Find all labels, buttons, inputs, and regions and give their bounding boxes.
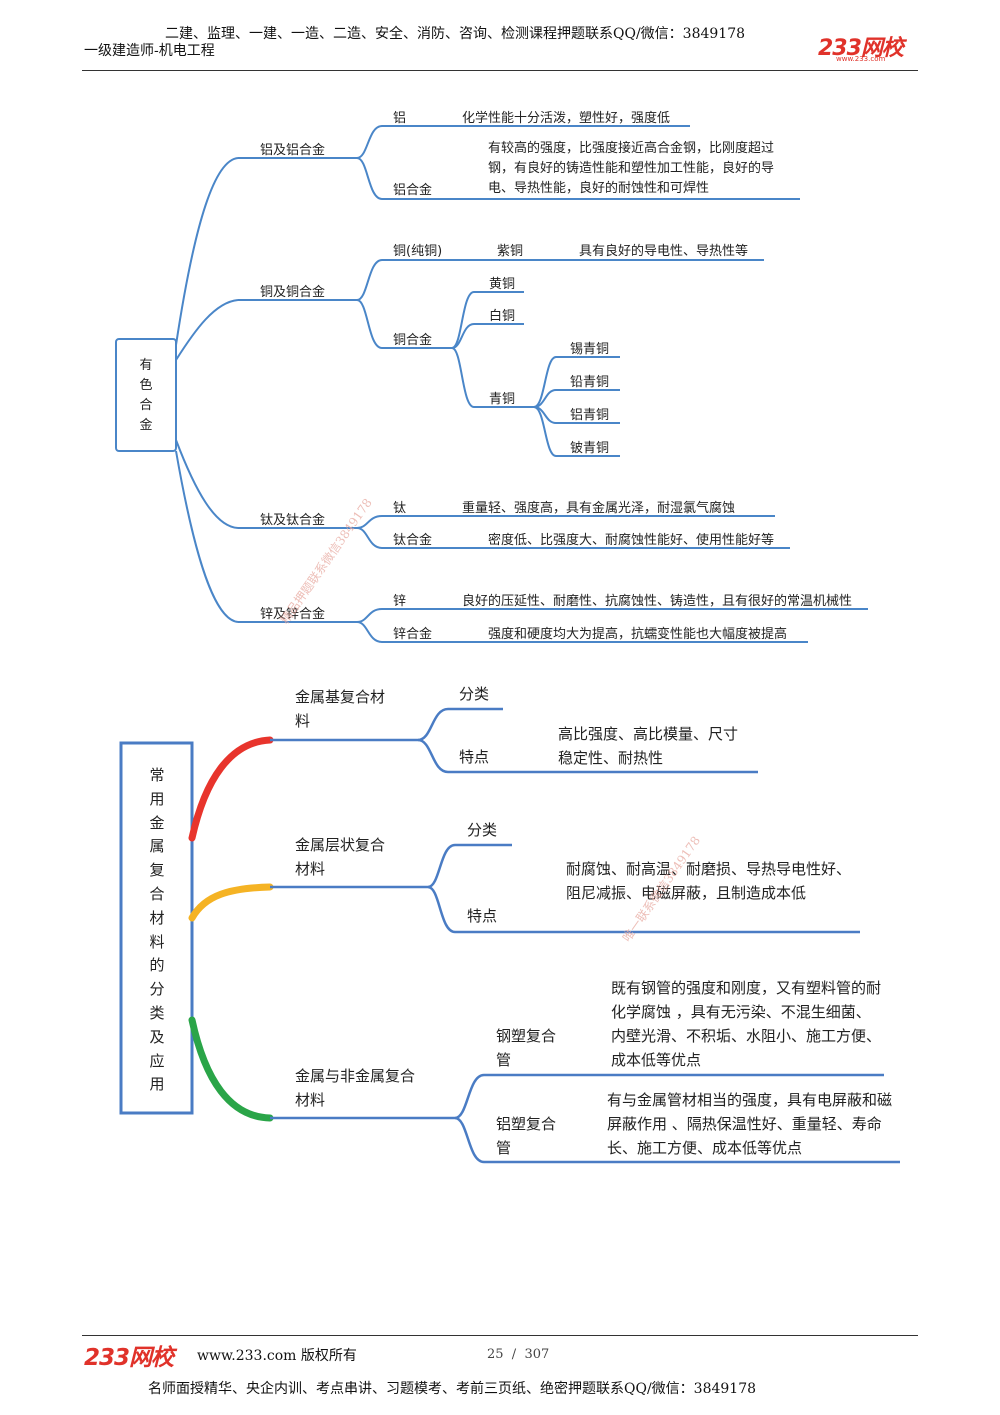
header-logo-url: www.233.com [836, 55, 886, 63]
node-lead-bronze: 铅青铜 [570, 375, 610, 390]
branch-aluminum: 铝及铝合金 [260, 143, 326, 158]
node-copper-alloy: 铜合金 [393, 333, 433, 348]
header-logo: 233网校 [818, 36, 904, 61]
header-divider [82, 70, 918, 71]
node-mm-category: 分类 [459, 685, 490, 703]
branch-copper: 铜及铜合金 [260, 285, 326, 300]
header-top-line: 二建、监理、一建、一造、二造、安全、消防、咨询、检测课程押题联系QQ/微信：38… [165, 26, 746, 42]
node-aluminum-alloy: 铝合金 [393, 183, 433, 198]
footer-bottom-line: 名师面授精华、央企内训、考点串讲、习题模考、考前三页纸、绝密押题联系QQ/微信：… [148, 1381, 757, 1397]
desc-aluminum: 化学性能十分活泼，塑性好，强度低 [462, 111, 671, 126]
node-bronze: 青铜 [489, 392, 516, 407]
branch-metal-matrix: 金属基复合材料 [295, 688, 386, 730]
node-beryllium-bronze: 铍青铜 [570, 441, 610, 456]
desc-zinc: 良好的压延性、耐磨性、抗腐蚀性、铸造性，且有很好的常温机械性 [462, 594, 853, 609]
footer-logo: 233网校 [84, 1345, 174, 1371]
desc-steel-plastic-pipe: 既有钢管的强度和刚度，又有塑料管的耐化学腐蚀 ，具有无污染、不混生细菌、内壁光滑… [611, 979, 882, 1069]
node-purple-copper: 紫铜 [497, 244, 524, 259]
node-pure-copper: 铜(纯铜) [393, 244, 443, 259]
node-titanium-alloy: 钛合金 [393, 533, 433, 548]
desc-mm-features: 高比强度、高比模量、尺寸稳定性、耐热性 [558, 725, 739, 767]
branch-metal-nonmetal: 金属与非金属复合材料 [295, 1067, 416, 1109]
node-aluminum-bronze: 铝青铜 [570, 408, 610, 423]
desc-purple-copper: 具有良好的导电性、导热性等 [579, 244, 749, 259]
node-zinc: 锌 [393, 594, 407, 609]
root-node-nonferrous: 有色合金 [139, 358, 153, 433]
footer-site: www.233.com 版权所有 [197, 1348, 357, 1364]
node-zinc-alloy: 锌合金 [393, 627, 433, 642]
node-titanium: 钛 [393, 501, 407, 516]
desc-zinc-alloy: 强度和硬度均大为提高，抗蠕变性能也大幅度被提高 [488, 627, 788, 642]
node-aluminum: 铝 [393, 111, 407, 126]
node-brass: 黄铜 [489, 277, 516, 292]
footer-page-number: 25 / 307 [487, 1347, 550, 1362]
desc-titanium: 重量轻、强度高，具有金属光泽，耐湿氯气腐蚀 [462, 501, 736, 516]
node-white-copper: 白铜 [489, 309, 516, 324]
root-node-composite: 常用金属复合材料的分类及应用 [149, 766, 165, 1094]
desc-titanium-alloy: 密度低、比强度大、耐腐蚀性能好、使用性能好等 [488, 533, 775, 548]
branch-laminated: 金属层状复合材料 [295, 836, 386, 878]
branch-titanium: 钛及钛合金 [260, 513, 326, 528]
node-lam-features: 特点 [467, 907, 498, 925]
root-box-nonferrous [115, 338, 177, 452]
desc-aluminum-alloy: 有较高的强度，比强度接近高合金钢，比刚度超过钢，有良好的铸造性能和塑性加工性能，… [488, 141, 775, 196]
node-steel-plastic-pipe: 钢塑复合管 [496, 1027, 557, 1069]
branch-zinc: 锌及锌合金 [260, 607, 326, 622]
document-subtitle: 一级建造师-机电工程 [84, 43, 215, 59]
node-lam-category: 分类 [467, 821, 498, 839]
node-aluminum-plastic-pipe: 铝塑复合管 [496, 1115, 557, 1157]
desc-lam-features: 耐腐蚀、耐高温、耐磨损、导热导电性好、阻尼减振、电磁屏蔽，且制造成本低 [566, 860, 852, 902]
node-mm-features: 特点 [459, 748, 490, 766]
node-tin-bronze: 锡青铜 [570, 342, 610, 357]
root-box-composite [119, 741, 194, 1115]
footer-divider [82, 1335, 918, 1336]
desc-aluminum-plastic-pipe: 有与金属管材相当的强度，具有电屏蔽和磁屏蔽作用 、隔热保温性好、重量轻、寿命长、… [607, 1091, 893, 1157]
